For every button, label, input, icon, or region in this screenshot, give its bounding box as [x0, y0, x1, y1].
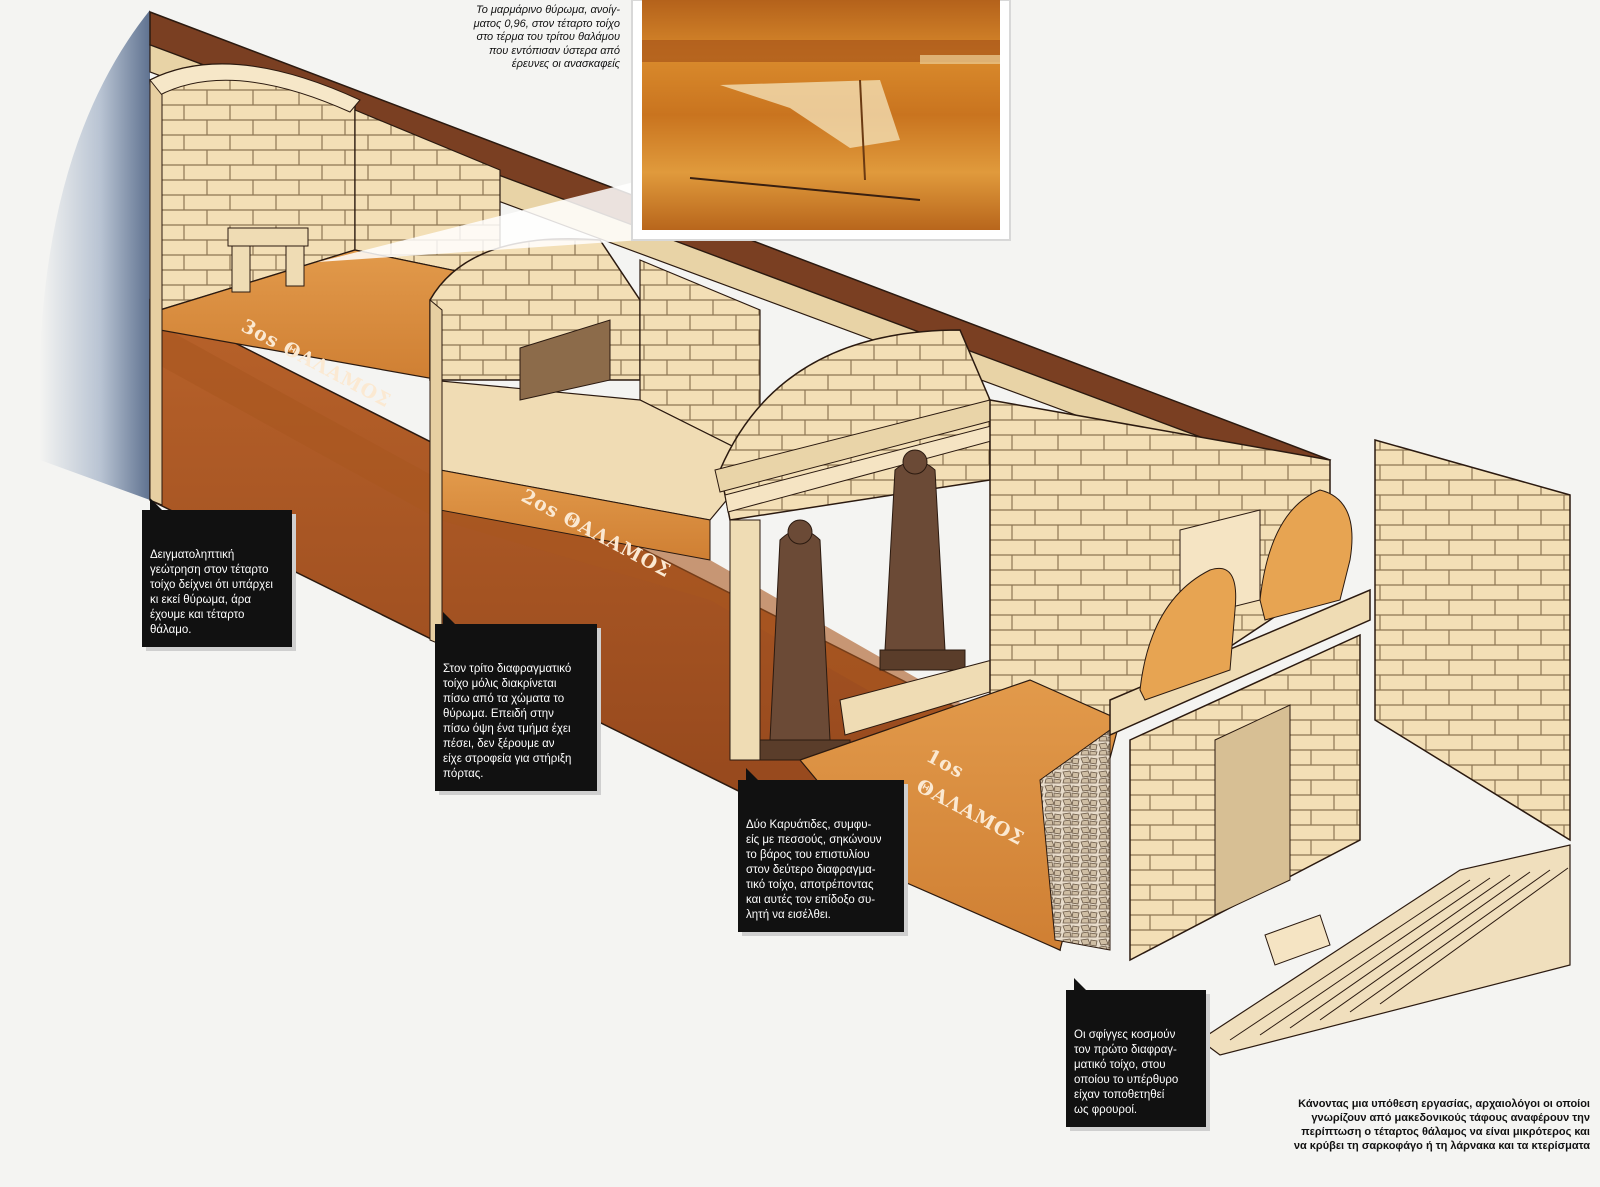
callout-core-drilling: Δειγματοληπτική γεώτρηση στον τέταρτο το…: [142, 498, 292, 647]
callout-core-drilling-text: Δειγματοληπτική γεώτρηση στον τέταρτο το…: [150, 549, 273, 636]
sphinx-right: [1259, 489, 1353, 621]
callout-sphinxes: Οι σφίγγες κοσμούν τον πρώτο διαφραγ- μα…: [1066, 978, 1206, 1127]
callout-third-wall: Στον τρίτο διαφραγματικό τοίχο μόλις δια…: [435, 612, 597, 791]
inset-photo: [631, 0, 1011, 241]
outer-wall: [1374, 439, 1571, 842]
inset-pointer: [318, 180, 642, 262]
inset-caption: Το μαρμάρινο θύρωμα, ανοίγ- ματος 0,96, …: [473, 4, 620, 70]
callout-tip: [1074, 978, 1086, 990]
callout-tip: [150, 498, 162, 510]
callout-caryatids: Δύο Καρυάτιδες, συμφυ- είς με πεσσούς, σ…: [738, 768, 904, 932]
callout-caryatids-text: Δύο Καρυάτιδες, συμφυ- είς με πεσσούς, σ…: [746, 819, 882, 921]
sphinx-wall: [1109, 489, 1371, 962]
earth-layer: [150, 320, 1060, 800]
caryatid-left: [769, 529, 831, 741]
caryatid-wall: [714, 329, 1031, 761]
entrance-stairs: [1198, 844, 1571, 1056]
tunnel-shadow: [39, 10, 150, 500]
callout-third-wall-text: Στον τρίτο διαφραγματικό τοίχο μόλις δια…: [443, 663, 572, 780]
bottom-note: Κάνοντας μια υπόθεση εργασίας, αρχαιολόγ…: [1293, 1098, 1590, 1152]
chamber-1: 1os ΘΑΛΑΜΟΣ: [798, 399, 1331, 951]
callout-sphinxes-text: Οι σφίγγες κοσμούν τον πρώτο διαφραγ- μα…: [1074, 1029, 1179, 1116]
sphinx-left: [1139, 568, 1237, 701]
callout-tip: [443, 612, 455, 624]
caryatid-right: [884, 460, 946, 651]
chamber-3: 3os ΘΑΛΑΜΟΣ: [149, 63, 501, 506]
callout-tip: [746, 768, 758, 780]
